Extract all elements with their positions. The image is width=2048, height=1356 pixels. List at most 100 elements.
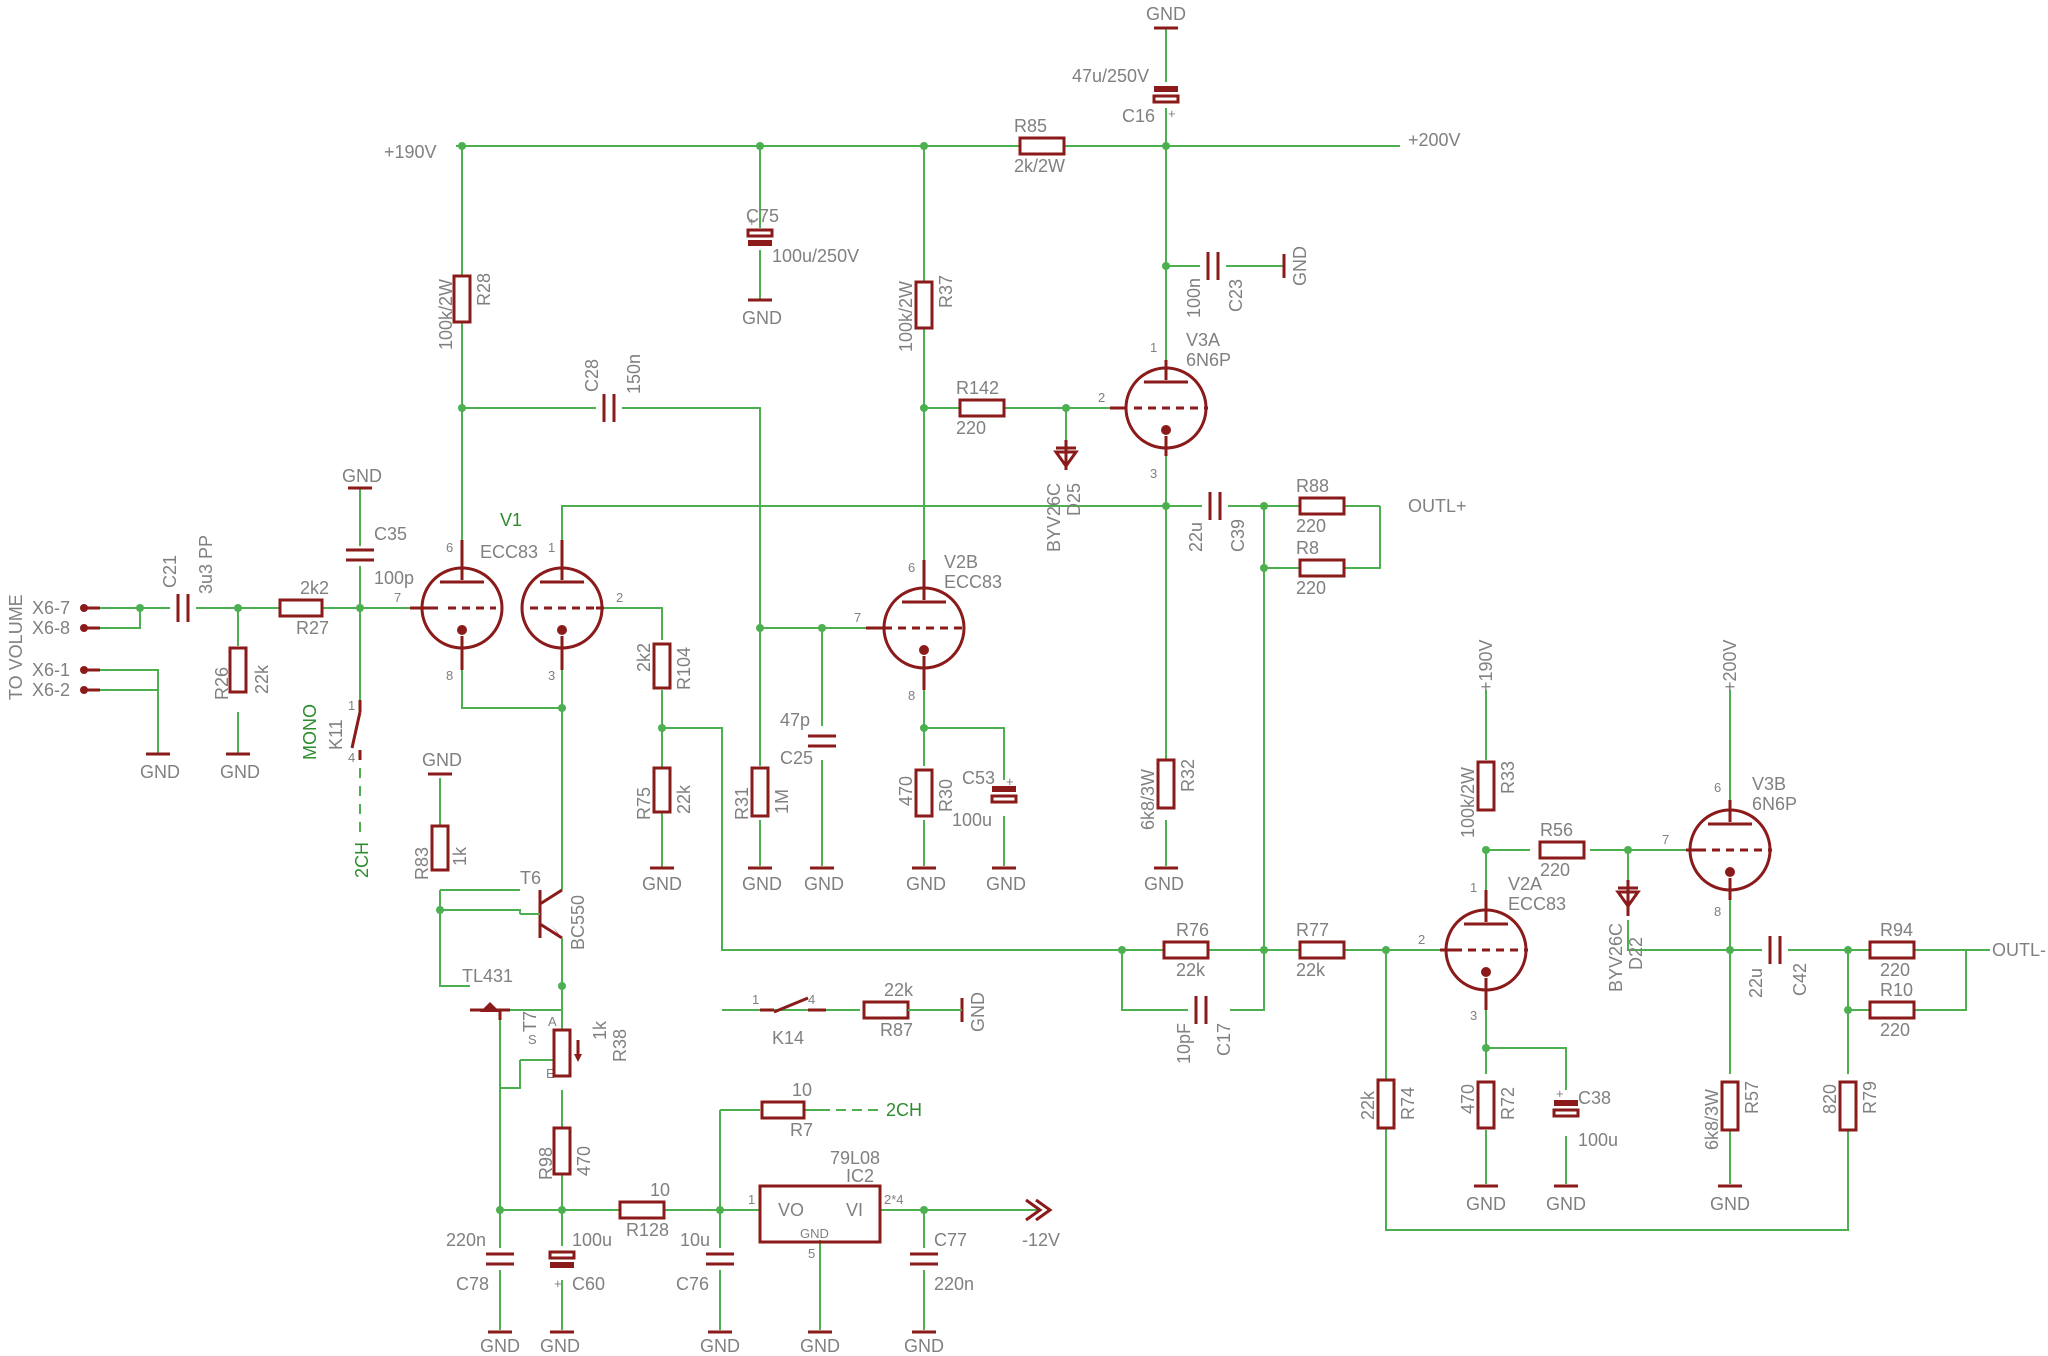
transistor-t6[interactable]: T6 BC550 xyxy=(520,868,588,950)
capacitor-c39[interactable]: 22u C39 xyxy=(1186,492,1248,552)
resistor-r75[interactable]: R75 22k xyxy=(634,766,694,820)
resistor-r94[interactable]: R94 220 xyxy=(1868,920,1916,980)
resistor-r28[interactable]: 100k/2W R28 xyxy=(436,273,494,350)
r26-value: 22k xyxy=(252,664,272,694)
r128-ref: R128 xyxy=(626,1220,669,1240)
capacitor-c25[interactable]: 47p C25 xyxy=(780,710,836,768)
svg-text:+: + xyxy=(748,214,756,229)
r104-ref: R104 xyxy=(674,647,694,690)
resistor-r88[interactable]: R88 220 xyxy=(1296,476,1346,536)
capacitor-c42[interactable]: 22u C42 xyxy=(1746,936,1810,998)
diode-d25[interactable]: BYV26C D25 xyxy=(1044,440,1084,552)
r37-ref: R37 xyxy=(936,275,956,308)
capacitor-c78[interactable]: 220n C78 xyxy=(446,1230,514,1294)
diode-d22[interactable]: BYV26C D22 xyxy=(1606,880,1646,992)
resistor-r142[interactable]: R142 220 xyxy=(956,378,1006,438)
resistor-r10[interactable]: R10 220 xyxy=(1868,980,1916,1040)
r26-ref: R26 xyxy=(212,667,232,700)
svg-text:3: 3 xyxy=(548,668,555,683)
svg-text:S: S xyxy=(528,1032,537,1047)
ic2-gnd: GND xyxy=(800,1226,829,1241)
resistor-r26[interactable]: R26 22k xyxy=(212,646,272,700)
svg-text:+: + xyxy=(1556,1086,1564,1101)
svg-text:8: 8 xyxy=(446,668,453,683)
capacitor-c77[interactable]: C77 220n xyxy=(910,1230,974,1294)
tube-v1[interactable]: 6 7 8 1 2 3 V1 ECC83 xyxy=(394,510,623,683)
resistor-r79[interactable]: 820 R79 xyxy=(1820,1080,1880,1132)
resistor-r32[interactable]: 6k8/3W R32 xyxy=(1138,758,1198,830)
resistor-r77[interactable]: R77 22k xyxy=(1296,920,1346,980)
r32-ref: R32 xyxy=(1178,759,1198,792)
regulator-t7[interactable]: TL431 T7 S A E xyxy=(462,966,557,1081)
capacitor-c23[interactable]: 100n C23 xyxy=(1184,252,1246,318)
svg-text:GND: GND xyxy=(642,874,682,894)
svg-text:1: 1 xyxy=(1150,340,1157,355)
c16-ref: C16 xyxy=(1122,106,1155,126)
svg-text:GND: GND xyxy=(800,1336,840,1356)
r104-value: 2k2 xyxy=(634,643,654,672)
gnd-symbol: GND xyxy=(904,1330,944,1356)
tube-v3a[interactable]: 1 2 3 V3A 6N6P xyxy=(1098,330,1231,481)
capacitor-c53[interactable]: + C53 100u xyxy=(952,768,1020,830)
switch-k11[interactable]: 1 4 K11 MONO 2CH xyxy=(300,698,372,878)
tube-v2b[interactable]: 6 7 8 V2B ECC83 xyxy=(854,552,1002,703)
resistor-r31[interactable]: R31 1M xyxy=(732,766,792,820)
capacitor-c17[interactable]: 10pF C17 xyxy=(1174,996,1234,1064)
resistor-r7[interactable]: 10 R7 2CH xyxy=(760,1080,922,1140)
switch-k14[interactable]: 1 4 K14 xyxy=(752,992,826,1048)
resistor-r104[interactable]: 2k2 R104 xyxy=(634,642,694,690)
svg-text:3: 3 xyxy=(1150,466,1157,481)
resistor-r85[interactable]: R85 2k/2W xyxy=(1014,116,1066,176)
resistor-r74[interactable]: 22k R74 xyxy=(1358,1078,1418,1130)
c38-value: 100u xyxy=(1578,1130,1618,1150)
resistor-r27[interactable]: 2k2 R27 xyxy=(278,578,329,638)
resistor-r98[interactable]: R98 470 xyxy=(536,1126,594,1180)
resistor-r76[interactable]: R76 22k xyxy=(1162,920,1210,980)
resistor-r56[interactable]: R56 220 xyxy=(1538,820,1586,880)
gnd-symbol: GND xyxy=(960,992,988,1032)
svg-text:8: 8 xyxy=(908,688,915,703)
svg-text:GND: GND xyxy=(804,874,844,894)
resistor-r30[interactable]: 470 R30 xyxy=(896,768,956,818)
input-connector[interactable]: X6-7 X6-8 X6-1 X6-2 xyxy=(32,598,100,700)
resistor-r8[interactable]: R8 220 xyxy=(1296,538,1346,598)
r74-value: 22k xyxy=(1358,1090,1378,1120)
regulator-ic2[interactable]: VO VI GND 1 2*4 5 79L08 IC2 xyxy=(748,1148,904,1261)
tube-v2a[interactable]: 1 2 3 V2A ECC83 xyxy=(1418,874,1566,1023)
tube-v3b[interactable]: 6 7 8 V3B 6N6P xyxy=(1662,774,1797,919)
capacitor-c38[interactable]: + C38 100u xyxy=(1550,1086,1618,1150)
gnd-symbol: GND xyxy=(1710,1184,1750,1214)
svg-text:+: + xyxy=(1006,774,1014,789)
r31-value: 1M xyxy=(772,789,792,814)
v3a-value: 6N6P xyxy=(1186,350,1231,370)
resistor-r87[interactable]: 22k R87 xyxy=(862,980,914,1040)
capacitor-c75[interactable]: C75 + 100u/250V xyxy=(744,206,859,266)
svg-text:1: 1 xyxy=(1470,880,1477,895)
svg-text:+: + xyxy=(1168,106,1176,121)
resistor-r57[interactable]: 6k8/3W R57 xyxy=(1702,1080,1762,1150)
resistor-r83[interactable]: R83 1k xyxy=(412,824,470,880)
r76-value: 22k xyxy=(1176,960,1206,980)
resistor-r72[interactable]: 470 R72 xyxy=(1458,1080,1518,1130)
svg-text:1: 1 xyxy=(348,698,355,713)
capacitor-c16[interactable]: + 47u/250V C16 xyxy=(1072,66,1182,126)
capacitor-c35[interactable]: C35 100p xyxy=(346,524,414,588)
capacitor-c60[interactable]: + 100u C60 xyxy=(546,1230,612,1294)
trimmer-r38[interactable]: 1k R38 xyxy=(552,1020,630,1078)
svg-text:GND: GND xyxy=(1290,246,1310,286)
r87-ref: R87 xyxy=(880,1020,913,1040)
r28-ref: R28 xyxy=(474,273,494,306)
v2b-value: ECC83 xyxy=(944,572,1002,592)
resistor-r33[interactable]: 100k/2W R33 xyxy=(1458,760,1518,838)
resistor-r37[interactable]: 100k/2W R37 xyxy=(896,275,956,352)
capacitor-c76[interactable]: 10u C76 xyxy=(676,1230,734,1294)
gnd-symbol: GND xyxy=(422,750,462,776)
r75-ref: R75 xyxy=(634,787,654,820)
capacitor-c21[interactable]: C21 3u3 PP xyxy=(160,535,216,622)
r87-value: 22k xyxy=(884,980,914,1000)
ic2-ref: IC2 xyxy=(846,1166,874,1186)
resistor-r128[interactable]: 10 R128 xyxy=(618,1180,670,1240)
r83-ref: R83 xyxy=(412,847,432,880)
capacitor-c28[interactable]: C28 150n xyxy=(582,354,644,422)
to-volume-label: TO VOLUME xyxy=(6,594,26,700)
